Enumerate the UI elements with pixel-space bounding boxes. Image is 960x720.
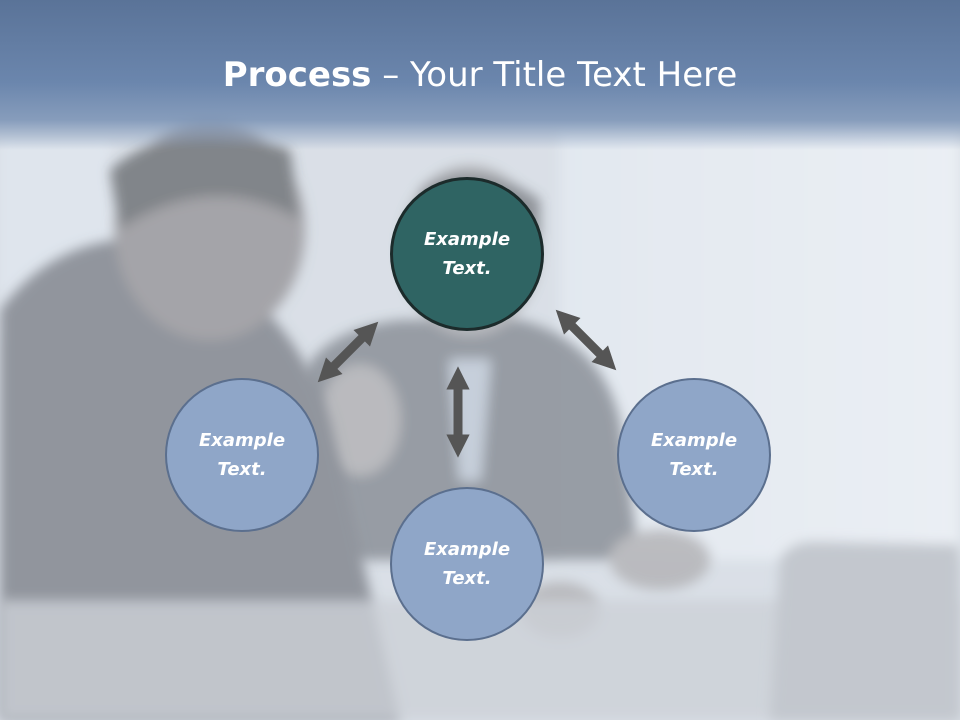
node-left-label: Example Text. <box>198 430 286 480</box>
node-bottom-label: Example Text. <box>423 539 511 589</box>
node-right-label: Example Text. <box>650 430 738 480</box>
node-left[interactable]: Example Text. <box>165 378 319 532</box>
node-right[interactable]: Example Text. <box>617 378 771 532</box>
title-bold: Process <box>222 55 372 95</box>
arrow-top-left <box>317 321 379 383</box>
node-top[interactable]: Example Text. <box>390 177 544 331</box>
slide-title: Process – Your Title Text Here <box>0 52 960 98</box>
arrow-top-right <box>555 309 617 371</box>
node-top-label: Example Text. <box>423 229 511 279</box>
node-bottom[interactable]: Example Text. <box>390 487 544 641</box>
title-rest: – Your Title Text Here <box>371 55 738 95</box>
title-band <box>0 0 960 150</box>
